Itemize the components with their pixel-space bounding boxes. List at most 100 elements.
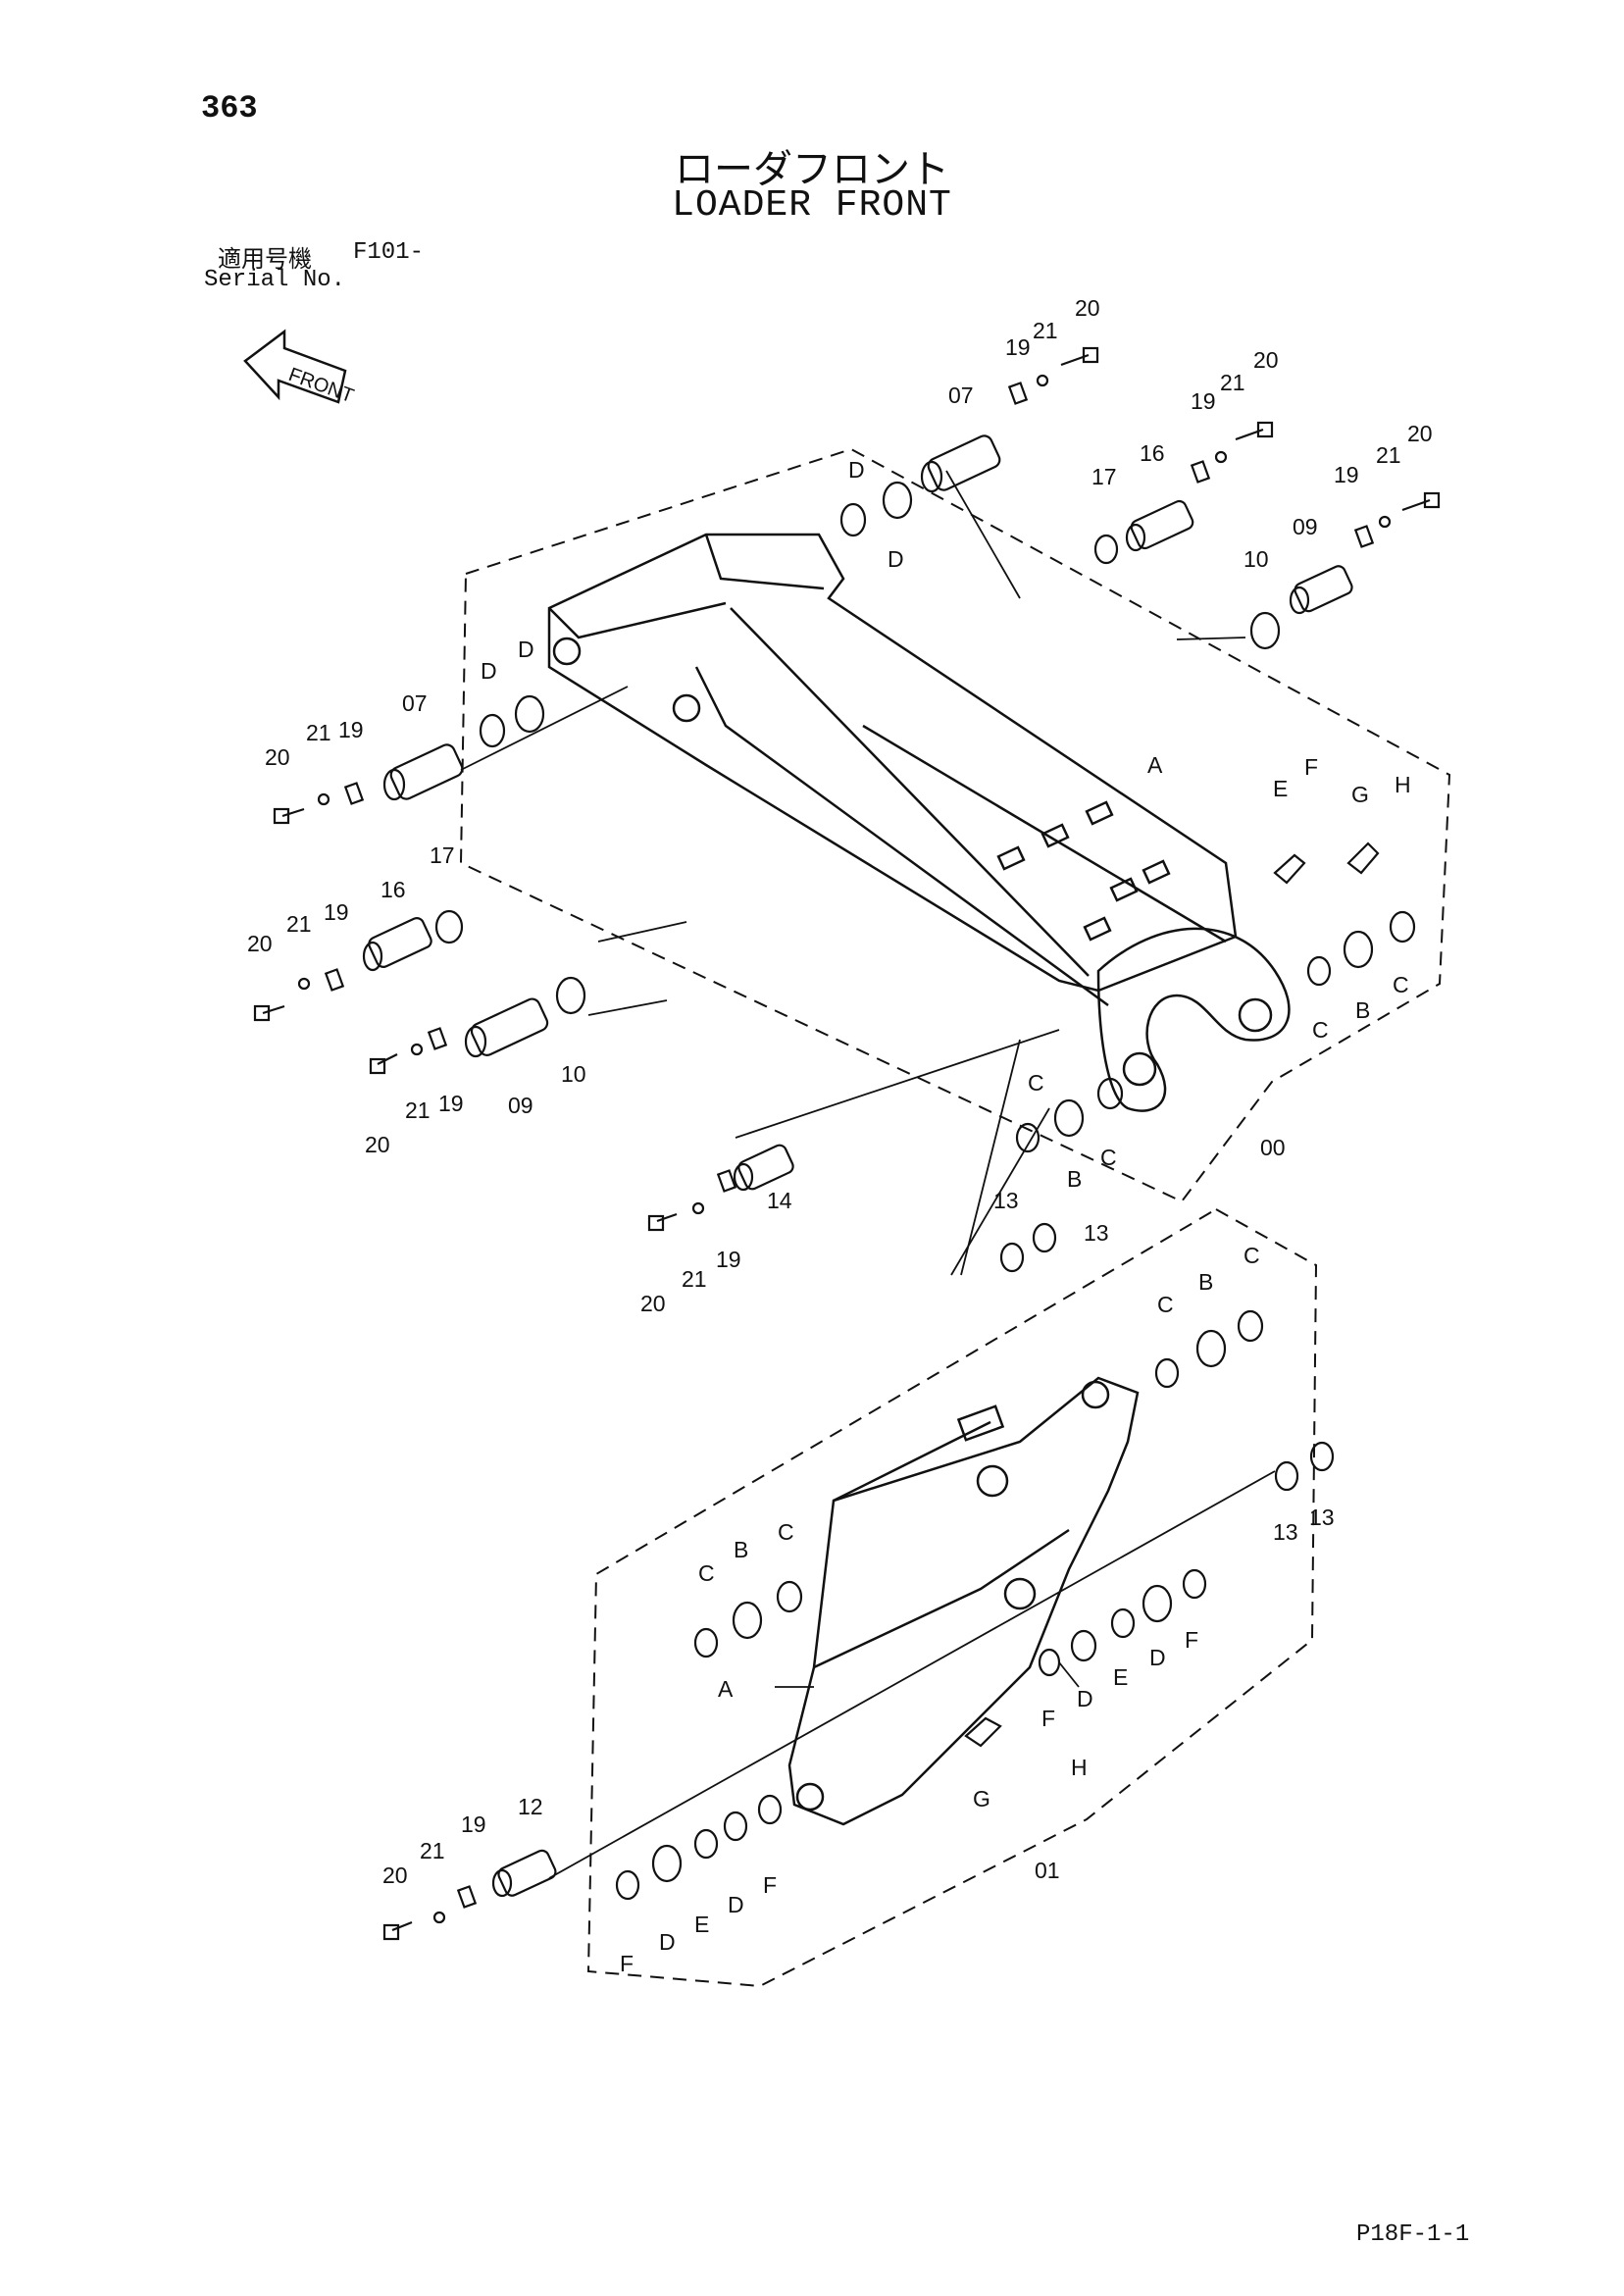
- bolt-20-f: [369, 1053, 398, 1075]
- callout-21: 21: [420, 1838, 445, 1863]
- callout-A: A: [1147, 752, 1163, 778]
- callout-E: E: [694, 1912, 709, 1937]
- callout-G: G: [973, 1786, 990, 1811]
- callout-20: 20: [365, 1132, 390, 1157]
- callout-D: D: [659, 1929, 676, 1955]
- callout-16: 16: [381, 877, 406, 902]
- bolt-20-c: [1401, 491, 1441, 512]
- callout-C: C: [1243, 1243, 1260, 1268]
- callout-E: E: [1273, 776, 1288, 801]
- callout-E: E: [1113, 1664, 1128, 1690]
- callout-C: C: [1028, 1070, 1044, 1096]
- callout-17: 17: [430, 842, 455, 868]
- diagram-code: P18F-1-1: [1356, 2221, 1470, 2248]
- callout-D: D: [518, 637, 534, 662]
- callout-16: 16: [1140, 440, 1165, 466]
- dashed-boundaries: [459, 447, 1451, 1988]
- callout-19: 19: [1005, 334, 1031, 360]
- callout-19: 19: [324, 899, 349, 925]
- callout-B: B: [734, 1537, 748, 1562]
- callout-07: 07: [948, 383, 974, 408]
- pin-09-lower: [464, 997, 549, 1058]
- callout-H: H: [1071, 1755, 1088, 1780]
- callout-C: C: [1312, 1017, 1329, 1043]
- callout-C: C: [1157, 1292, 1174, 1317]
- bolt-20-a: [1060, 346, 1099, 367]
- callout-14: 14: [767, 1188, 792, 1213]
- serial-label-en: Serial No.: [204, 267, 346, 293]
- callout-21: 21: [1376, 442, 1401, 468]
- callout-13: 13: [1084, 1220, 1109, 1246]
- pin-12: [491, 1849, 557, 1898]
- pin-16-upper: [1125, 499, 1194, 552]
- callout-C: C: [1393, 972, 1409, 997]
- serial-code: F101-: [353, 239, 425, 266]
- pin-09-upper: [1289, 565, 1353, 615]
- callout-C: C: [1100, 1145, 1117, 1170]
- callout-21: 21: [1033, 318, 1058, 343]
- callout-B: B: [1067, 1166, 1082, 1192]
- callout-20: 20: [640, 1291, 666, 1316]
- callout-19: 19: [438, 1091, 464, 1116]
- callout-H: H: [1395, 772, 1411, 797]
- callout-20: 20: [382, 1862, 408, 1888]
- callout-A: A: [718, 1676, 734, 1702]
- title-en: LOADER FRONT: [672, 184, 952, 227]
- bolt-20-h: [382, 1920, 413, 1941]
- callout-F: F: [620, 1951, 634, 1976]
- callout-21: 21: [306, 720, 331, 745]
- callout-C: C: [778, 1519, 794, 1545]
- callout-B: B: [1198, 1269, 1213, 1295]
- pin-16-lower: [362, 917, 432, 972]
- part-symbols: [253, 346, 1441, 1941]
- callout-19: 19: [716, 1247, 741, 1272]
- callout-20: 20: [265, 744, 290, 770]
- callout-F: F: [1185, 1627, 1198, 1653]
- front-arrow-icon: FRONT: [243, 329, 357, 407]
- serial-label-jp: 適用号機: [218, 245, 312, 273]
- pin-07-upper: [920, 434, 1001, 493]
- callout-20: 20: [1075, 295, 1100, 321]
- callout-D: D: [481, 658, 497, 684]
- callout-20: 20: [1407, 421, 1433, 446]
- callout-07: 07: [402, 690, 428, 716]
- pin-14: [733, 1144, 794, 1192]
- callout-21: 21: [286, 911, 312, 937]
- boom-arm-drawing: [547, 533, 1291, 1112]
- leader-lines: [460, 470, 1276, 1879]
- link-frame-drawing: [787, 1376, 1140, 1826]
- callout-20: 20: [247, 931, 273, 956]
- callout-G: G: [1351, 782, 1369, 807]
- pin-07-lower: [382, 743, 464, 801]
- callout-F: F: [1041, 1706, 1055, 1731]
- callout-19: 19: [338, 717, 364, 742]
- bolt-20-d: [273, 807, 305, 825]
- callout-D: D: [1077, 1686, 1093, 1711]
- callout-D: D: [848, 457, 865, 483]
- callout-01: 01: [1035, 1858, 1060, 1883]
- callout-21: 21: [682, 1266, 707, 1292]
- callout-B: B: [1355, 997, 1370, 1023]
- bolt-20-e: [253, 1004, 285, 1022]
- callout-13: 13: [1273, 1519, 1298, 1545]
- callout-D: D: [1149, 1645, 1166, 1670]
- title-jp: ローダフロント: [675, 147, 949, 192]
- page-number: 363: [201, 90, 258, 127]
- callout-19: 19: [1191, 388, 1216, 414]
- callout-D: D: [728, 1892, 744, 1917]
- callout-10: 10: [1243, 546, 1269, 572]
- callout-19: 19: [1334, 462, 1359, 487]
- callout-21: 21: [405, 1097, 431, 1123]
- bolt-20-g: [647, 1212, 678, 1232]
- callout-21: 21: [1220, 370, 1245, 395]
- callout-00: 00: [1260, 1135, 1286, 1160]
- callout-13: 13: [993, 1188, 1019, 1213]
- callout-labels: 20 21 19 07 20 21 19 16 20 21 19 09 17 1…: [247, 295, 1433, 1976]
- callout-19: 19: [461, 1811, 486, 1837]
- callout-C: C: [698, 1560, 715, 1586]
- callout-09: 09: [508, 1093, 533, 1118]
- callout-13: 13: [1309, 1505, 1335, 1530]
- callout-20: 20: [1253, 347, 1279, 373]
- callout-D: D: [888, 546, 904, 572]
